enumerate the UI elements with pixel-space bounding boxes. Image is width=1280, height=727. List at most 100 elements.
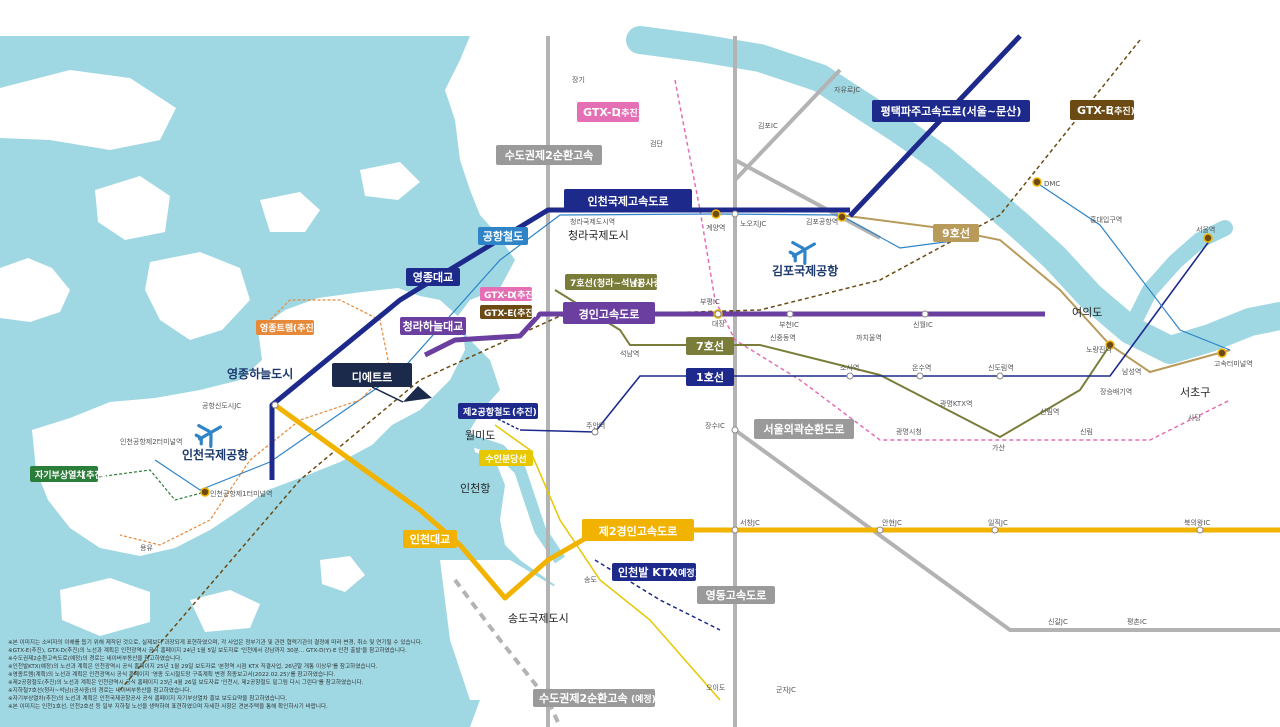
tag-maglev-suffix: (추진)	[82, 469, 107, 481]
lbl-bucheon-ic: 부천IC	[779, 320, 799, 329]
tag-incheon-intl-bg	[564, 189, 692, 211]
lbl-gunja: 군자JC	[776, 685, 796, 694]
place-incheon-port: 인천항	[460, 481, 490, 495]
station-sindorim	[996, 372, 1004, 380]
station-airport-sinto	[271, 401, 279, 409]
station-seochang	[731, 526, 739, 534]
lbl-bukuiwang: 북의왕IC	[1184, 518, 1210, 527]
note-8: ※자기부상열차(추진)의 노선과 계획은 인천국제공항공사 공식 홈페이지 자기…	[8, 694, 287, 702]
yeongjong-island	[32, 288, 465, 556]
lbl-gimpo-airport-stn: 김포공항역	[806, 217, 838, 226]
lbl-noojae: 노오지JC	[740, 219, 766, 228]
tag-incheon-ktx-bg	[612, 563, 696, 581]
lbl-seongnam: 석남역	[620, 349, 639, 358]
lbl-gimpo-ic: 김포IC	[758, 122, 778, 130]
lbl-jayuro: 자유로JC	[834, 85, 860, 94]
maglev-line	[39, 469, 206, 501]
tag-cheongna-sky-bg	[400, 317, 466, 335]
island-sido	[145, 252, 250, 340]
tag-gtx-d-small: GTX-D	[484, 291, 515, 301]
lbl-pyeongchon: 평촌IC	[1127, 617, 1147, 626]
yeongjong-tram-line	[119, 299, 391, 546]
tag-pyeongtaek-paju-bg	[872, 100, 1030, 122]
lbl-nodeul: 노량진역	[1086, 345, 1112, 354]
station-bupyeong	[714, 310, 722, 318]
suin-bundang-line	[494, 424, 721, 701]
tag-airport-rail-bg	[478, 227, 528, 245]
note-1: ※본 이미지는 소비자의 이해를 돕기 위해 제작된 것으로, 실제보다 과장되…	[8, 638, 423, 646]
tag-yeongjong-bridge-bg	[406, 268, 460, 286]
tag-airport-rail-2-bg	[458, 403, 538, 419]
capital-ring-planned	[453, 578, 562, 727]
place-seocho: 서초구	[1180, 386, 1210, 399]
note-5: ※영종트램(계획)의 노선과 계획은 인천광역시 공식 홈페이지 '영종 도시철…	[8, 670, 335, 678]
island-ganghwa	[0, 70, 176, 150]
tag-airport-rail-2: 제2공항철도	[463, 406, 511, 418]
tag-capital-ring-bottom-bg	[533, 689, 655, 707]
tag-line9-bg	[933, 224, 979, 242]
tag-line7-cheongna-suffix: (공사중)	[633, 277, 666, 289]
island-sinsi	[95, 176, 170, 240]
station-bucheon	[786, 310, 794, 318]
station-gimpo-airport	[837, 212, 847, 222]
lbl-onsu: 온수역	[912, 363, 931, 372]
lbl-juan: 주안역	[586, 421, 605, 430]
station-sinwol	[921, 310, 929, 318]
tag-incheon-bridge-bg	[403, 530, 457, 548]
station-gyeyang	[711, 209, 721, 219]
station-seoul	[1203, 233, 1213, 243]
tag-yeongjong-tram-bg	[256, 320, 314, 335]
tag-gyeongin: 경인고속도로	[579, 307, 640, 321]
lbl-sinwol-ic: 신월IC	[913, 320, 933, 329]
lbl-yongyu: 용유	[140, 544, 153, 552]
lbl-sinlim2: 신림	[1080, 427, 1093, 436]
pyeongtaek-paju-expressway	[848, 34, 1022, 218]
tag-line9: 9호선	[942, 226, 970, 240]
tag-gtx-d-suffix: (추진)	[617, 107, 642, 119]
note-2: ※GTX-E(추진), GTX-D(추진)의 노선과 계획은 인천광역시 공식 …	[8, 646, 407, 654]
tag-second-gyeongin-bg	[582, 519, 694, 541]
tag-gtx-e-small: GTX-E	[484, 309, 513, 319]
tag-seoul-outer-bg	[754, 419, 854, 439]
port-channel	[468, 434, 565, 564]
tag-gtx-e-small-suffix: (추진)	[513, 307, 538, 319]
airplane-icon	[788, 241, 816, 265]
station-sosa	[846, 372, 854, 380]
tag-incheon-ktx-suffix: (예정)	[674, 567, 699, 579]
lbl-sinjungdong: 신중동역	[770, 333, 796, 342]
lbl-cheongna-intl: 청라국제도시역	[570, 217, 615, 226]
hongik-branch	[1039, 184, 1231, 351]
tag-gtx-d-bg	[577, 102, 639, 122]
place-cheongna: 청라국제도시	[568, 229, 629, 242]
tag-capital-ring-bottom-suffix: (예정)	[631, 693, 656, 705]
island-south-b	[190, 590, 260, 632]
island-mo	[260, 192, 320, 232]
tag-line7-cheongna-bg	[565, 274, 657, 290]
tag-target-bg	[332, 363, 412, 387]
lbl-dmc: DMC	[1044, 180, 1060, 188]
target-marker	[403, 386, 432, 402]
tag-pyeongtaek-paju: 평택파주고속도로(서울~문산)	[881, 104, 1022, 118]
lbl-hongik: 홍대입구역	[1090, 215, 1122, 224]
tag-gyeongin-bg	[563, 302, 655, 324]
island-south-a	[60, 578, 150, 636]
place-wolmido: 월미도	[465, 429, 495, 442]
lbl-songdo-small: 송도	[584, 576, 597, 584]
line7	[554, 289, 1111, 439]
tag-line1: 1호선	[696, 370, 724, 384]
line1	[519, 239, 1211, 433]
tag-yeongjong-tram-suffix: (추진)	[293, 322, 318, 334]
tag-yeongdong-bg	[697, 586, 775, 604]
tag-target: 디에트르	[352, 370, 392, 384]
tag-yeongdong: 영동고속도로	[706, 589, 767, 602]
note-3: ※수도권제2순환고속도로(예정)의 경로는 네이버부동산을 참고하였습니다.	[8, 654, 182, 662]
note-7: ※지하철7호선(청라~석남)(공사중)의 경로는 네이버부동산을 참고하였습니다…	[8, 686, 191, 694]
tag-airport-rail: 공항철도	[483, 229, 523, 243]
lbl-singal: 신갈JC	[1048, 617, 1068, 626]
lbl-namseong: 남성역	[1122, 367, 1141, 376]
tag-suin-bundang: 수인분당선	[485, 453, 526, 465]
tag-capital-ring: 수도권제2순환고속	[505, 148, 594, 162]
songdo-land	[440, 560, 560, 700]
lbl-airport-sinto: 공항신도시JC	[202, 401, 241, 410]
